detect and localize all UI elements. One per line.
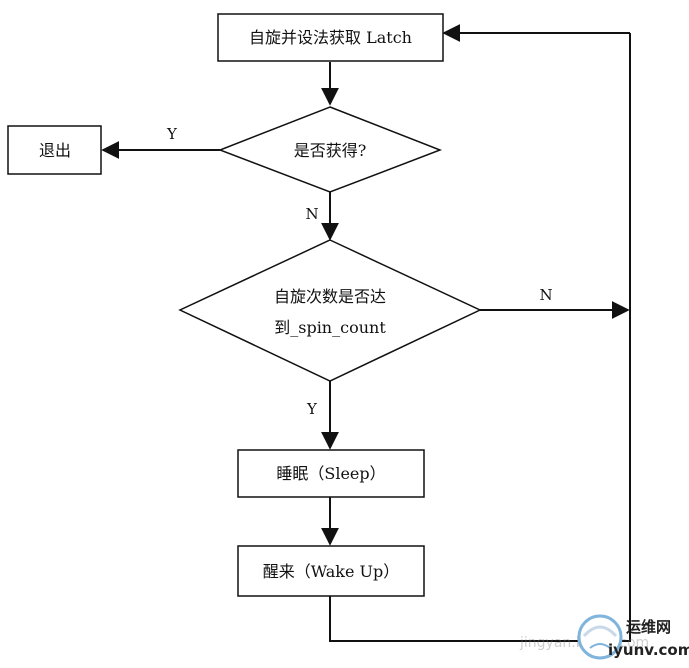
edge-label-obtained-no: N: [305, 205, 318, 223]
node-exit-label: 退出: [39, 141, 71, 160]
node-wake-label: 醒来（Wake Up）: [263, 562, 400, 581]
node-wake-box: [237, 545, 425, 597]
node-obtained-label: 是否获得?: [294, 141, 367, 160]
edge-label-obtained-yes: Y: [166, 125, 178, 143]
node-spin-diamond: [178, 239, 482, 382]
edge-wake-loop-bottom: [329, 33, 631, 642]
node-sleep-box: [237, 449, 425, 498]
node-acquire-label: 自旋并设法获取 Latch: [249, 28, 412, 47]
edge-label-spin-yes: Y: [306, 400, 318, 418]
watermark: jingyan.baidu.com 运维网 iyunv.com: [519, 614, 689, 660]
node-obtained-diamond: [217, 106, 443, 193]
watermark-site-url: iyunv.com: [608, 641, 689, 659]
node-sleep-label: 睡眠（Sleep）: [276, 464, 385, 483]
edge-label-spin-no: N: [539, 286, 552, 304]
watermark-logo-icon: [577, 614, 623, 660]
watermark-site-cn: 运维网: [626, 618, 671, 636]
node-spin-label-line1: 自旋次数是否达: [274, 287, 386, 306]
node-acquire-box: [217, 13, 444, 62]
node-exit-box: [7, 125, 102, 175]
node-spin-label-line2: 到_spin_count: [274, 318, 386, 337]
